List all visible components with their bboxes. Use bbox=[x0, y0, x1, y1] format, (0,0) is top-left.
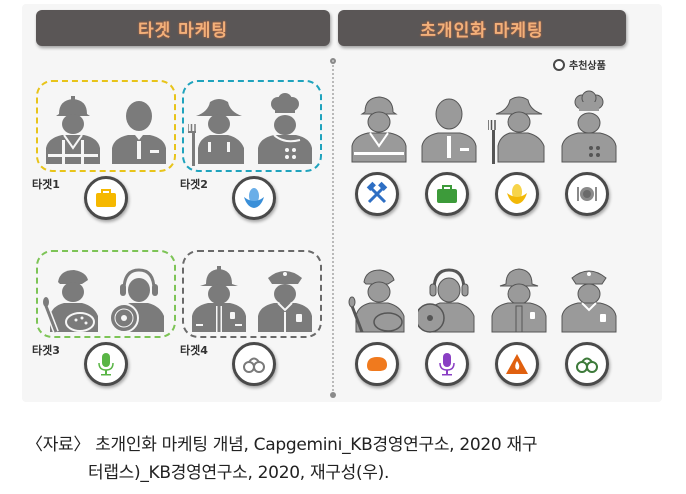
separator-bottom-dot bbox=[330, 392, 336, 398]
header-target-marketing: 타겟 마케팅 bbox=[36, 10, 330, 46]
police-officer-icon bbox=[254, 256, 316, 334]
product-handcuffs-green bbox=[565, 342, 609, 386]
personalized-chef-icon bbox=[558, 86, 620, 164]
crossed-hammers-icon bbox=[366, 181, 388, 204]
personalized-firefighter-icon bbox=[488, 256, 550, 334]
product-corn-yellow bbox=[495, 172, 539, 216]
ring-icon bbox=[553, 58, 565, 71]
personalized-dj-icon bbox=[418, 256, 480, 334]
header-hyper-personalized-marketing: 초개인화 마케팅 bbox=[338, 10, 626, 46]
briefcase-icon bbox=[437, 185, 457, 203]
target-2-box bbox=[182, 80, 322, 172]
source-caption-line-2: 터랩스)_KB경영연구소, 2020, 재구성(우). bbox=[88, 463, 390, 483]
header-hyper-personalized-label: 초개인화 마케팅 bbox=[420, 20, 544, 41]
target-1-label: 타겟1 bbox=[32, 178, 60, 191]
product-handcuffs-gray bbox=[232, 342, 276, 386]
briefcase-icon bbox=[96, 189, 116, 207]
product-briefcase-yellow bbox=[84, 176, 128, 220]
target-4-box bbox=[182, 250, 322, 338]
target-4-label: 타겟4 bbox=[180, 344, 208, 357]
personalized-farmer-icon bbox=[488, 86, 550, 164]
legend: 추천상품 bbox=[553, 57, 606, 72]
product-microphone-green bbox=[84, 342, 128, 386]
target-1-box bbox=[36, 80, 176, 172]
target-2-label: 타겟2 bbox=[180, 178, 208, 191]
palette-icon bbox=[367, 357, 387, 371]
corn-icon bbox=[244, 188, 264, 208]
fire-warning-icon bbox=[506, 354, 528, 374]
plate-cutlery-icon bbox=[577, 187, 597, 201]
personalized-construction-worker-icon bbox=[348, 86, 410, 164]
product-fire-warning-orange bbox=[495, 342, 539, 386]
chef-icon bbox=[254, 88, 316, 166]
handcuffs-icon bbox=[576, 357, 598, 373]
target-3-box bbox=[36, 250, 176, 338]
legend-label: 추천상품 bbox=[569, 61, 606, 72]
target-3-label: 타겟3 bbox=[32, 344, 60, 357]
product-microphone-purple bbox=[425, 342, 469, 386]
product-hammers-blue bbox=[355, 172, 399, 216]
product-palette-orange bbox=[355, 342, 399, 386]
construction-worker-icon bbox=[42, 88, 104, 166]
microphone-icon bbox=[98, 353, 114, 376]
farmer-icon bbox=[188, 88, 250, 166]
product-plate-cutlery bbox=[565, 172, 609, 216]
product-corn-blue bbox=[232, 176, 276, 220]
personalized-office-worker-icon bbox=[418, 86, 480, 164]
dj-icon bbox=[108, 256, 170, 334]
personalized-painter-icon bbox=[348, 256, 410, 334]
painter-icon bbox=[42, 256, 104, 334]
header-target-marketing-label: 타겟 마케팅 bbox=[137, 20, 229, 41]
vertical-separator bbox=[332, 60, 334, 395]
firefighter-icon bbox=[188, 256, 250, 334]
source-caption-line-1: 〈자료〉 초개인화 마케팅 개념, Capgemini_KB경영연구소, 202… bbox=[26, 435, 538, 455]
office-worker-icon bbox=[108, 88, 170, 166]
corn-icon bbox=[507, 184, 527, 204]
handcuffs-icon bbox=[243, 357, 265, 373]
microphone-icon bbox=[439, 353, 455, 376]
personalized-police-officer-icon bbox=[558, 256, 620, 334]
product-briefcase-green bbox=[425, 172, 469, 216]
